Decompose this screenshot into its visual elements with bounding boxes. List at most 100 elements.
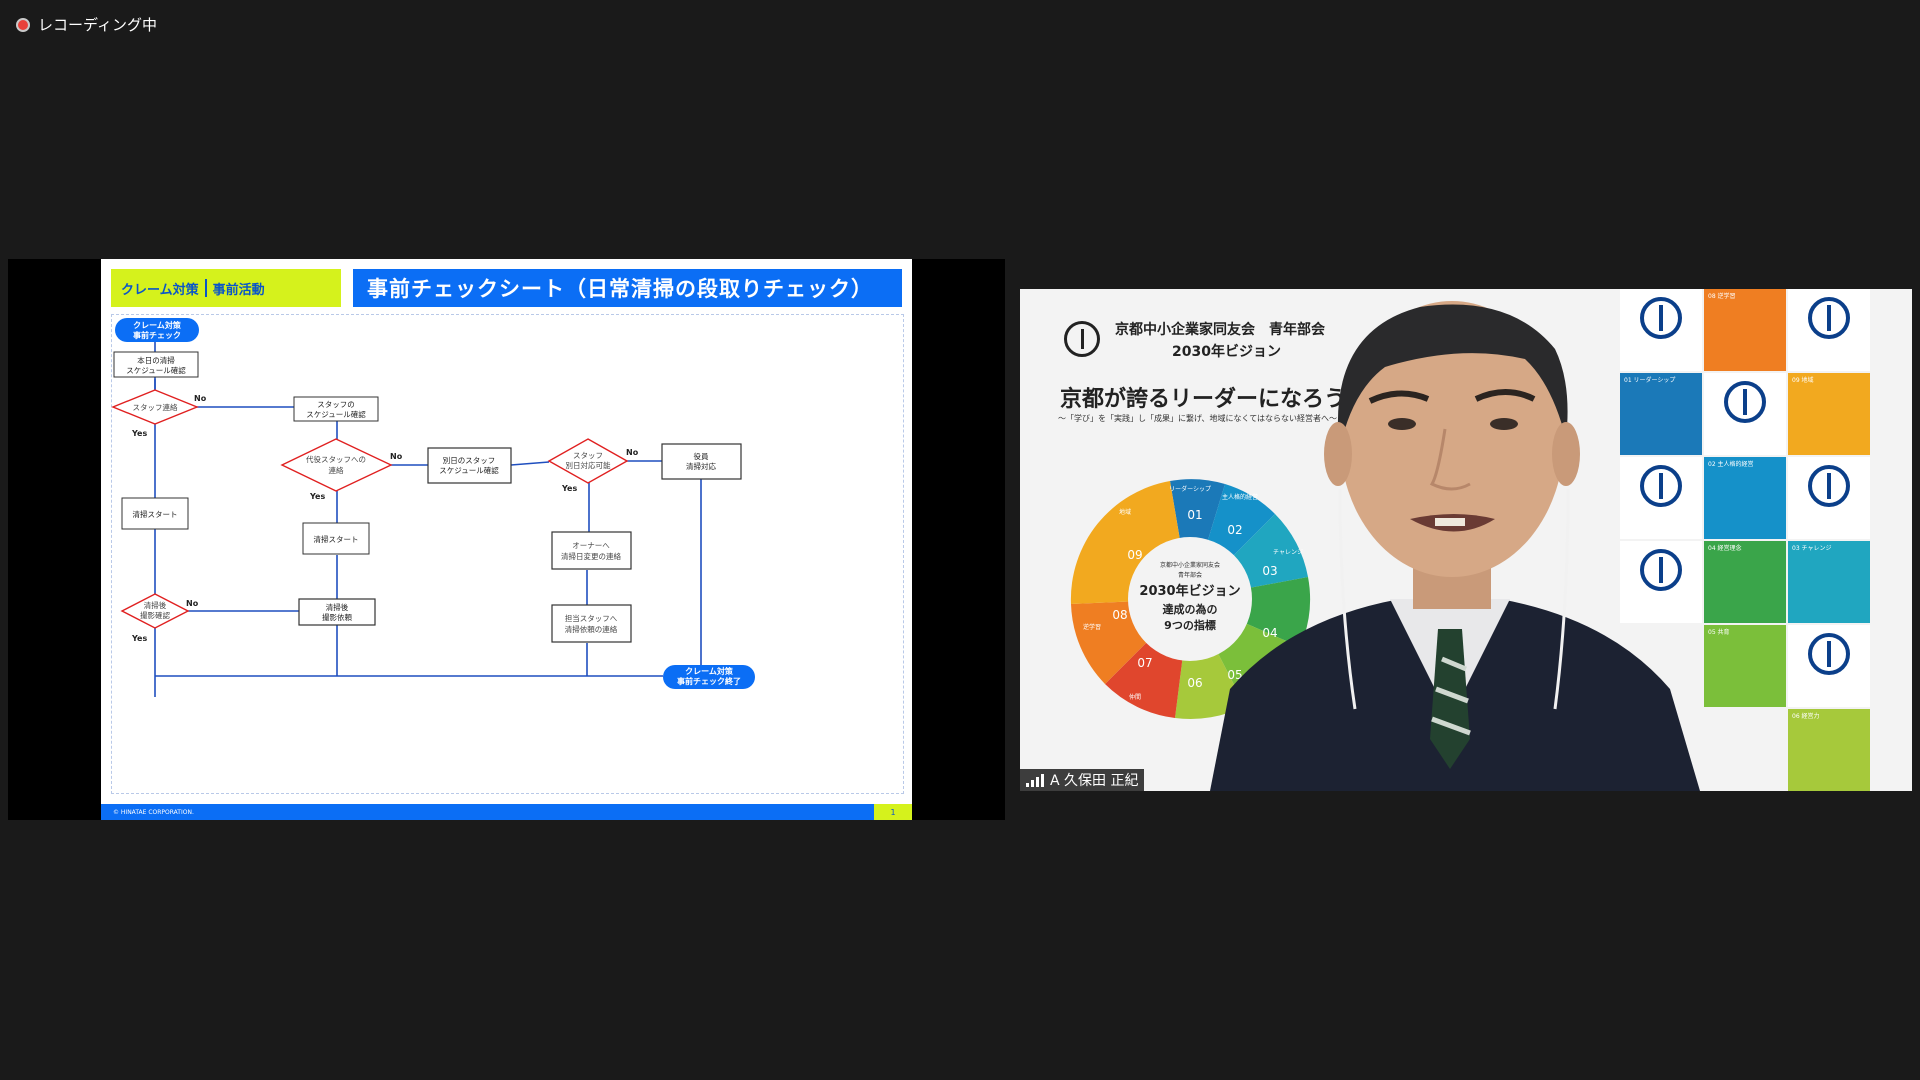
svg-text:本日の清掃: 本日の清掃 [137,355,175,365]
seg-03: 03 [1262,564,1277,578]
wheel-center-5: 9つの指標 [1164,618,1216,632]
grid-logo-2 [1788,289,1870,371]
label-yes-2: Yes [309,492,325,501]
grid-cell-04: 04 経営理念 [1704,541,1786,623]
grid-label: 03 チャレンジ [1792,545,1832,552]
grid-logo-5 [1788,457,1870,539]
svg-text:清掃対応: 清掃対応 [686,461,716,471]
recording-indicator: レコーディング中 [16,14,157,35]
svg-text:クレーム対策: クレーム対策 [133,320,182,330]
svg-text:別日のスタッフ: 別日のスタッフ [443,456,496,465]
svg-text:スタッフ連絡: スタッフ連絡 [133,402,178,412]
svg-text:代役スタッフへの: 代役スタッフへの [306,454,366,464]
seg-01: 01 [1187,508,1202,522]
participant-person [1210,301,1700,791]
poster-org: 京都中小企業家同友会 青年部会 [1115,322,1325,338]
seg-label-02: 主人格的経営 [1222,493,1258,501]
svg-text:事前チェック: 事前チェック [133,330,181,340]
svg-text:事前チェック終了: 事前チェック終了 [677,676,741,686]
svg-text:清掃後: 清掃後 [326,602,349,612]
svg-text:オーナーへ: オーナーへ [572,541,610,550]
label-yes-1: Yes [131,429,147,438]
wheel-center-2: 青年部会 [1178,571,1202,579]
svg-text:スケジュール確認: スケジュール確認 [306,409,366,419]
org-logo-icon [1640,549,1682,591]
flow-box-other-schedule: 別日のスタッフ スケジュール確認 [427,447,512,484]
tag-right: 事前活動 [212,282,265,298]
svg-text:クレーム対策: クレーム対策 [685,666,734,676]
org-logo-icon [1724,381,1766,423]
flow-diamond-different-day: スタッフ 別日対応可能 [547,438,629,484]
grid-logo-1 [1620,289,1702,371]
seg-06: 06 [1187,676,1202,690]
seg-09: 09 [1127,548,1142,562]
backdrop-grid: 08 逆学習 01 リーダーシップ 09 地域 02 主人格的経営 04 経営理… [1620,289,1912,791]
svg-text:清掃後: 清掃後 [144,600,167,610]
flow-end-terminal: クレーム対策 事前チェック終了 [663,665,755,689]
tag-left: クレーム対策 [121,282,199,298]
seg-label-07: 仲間 [1129,693,1141,701]
grid-cell-02: 02 主人格的経営 [1704,457,1786,539]
flow-box-staff-schedule: スタッフの スケジュール確認 [293,396,379,422]
grid-logo-4 [1620,457,1702,539]
grid-cell-08: 08 逆学習 [1704,289,1786,371]
label-yes-4: Yes [131,634,147,643]
svg-text:担当スタッフへ: 担当スタッフへ [565,613,618,623]
org-logo-icon [1808,297,1850,339]
seg-05: 05 [1227,668,1242,682]
seg-label-01: リーダーシップ [1169,485,1211,493]
label-no-3: No [626,448,639,457]
flow-box-clean-start-b: 清掃スタート [302,522,370,555]
grid-cell-03: 03 チャレンジ [1788,541,1870,623]
wheel-center-3: 2030年ビジョン [1139,583,1240,599]
seg-08: 08 [1112,608,1127,622]
shared-screen[interactable]: クレーム対策 事前活動 事前チェックシート（日常清掃の段取りチェック） [8,259,1005,820]
slide-category-tag: クレーム対策 事前活動 [111,269,341,307]
record-icon [16,17,30,32]
flow-box-schedule: 本日の清掃 スケジュール確認 [113,351,199,378]
slide-page-number: 1 [874,804,912,820]
label-no-2: No [390,452,403,461]
grid-logo-7 [1788,625,1870,707]
svg-text:スタッフの: スタッフの [317,400,355,409]
slide-footer: © HINATAE CORPORATION. [101,804,912,820]
flowchart-area [111,314,904,794]
flow-box-photo-request: 清掃後 撮影依頼 [298,598,376,626]
wheel-center-4: 達成の為の [1163,602,1218,616]
flowchart: クレーム対策 事前チェック 本日の清掃 スケジュール確認 スタッフ連絡 No Y… [111,318,755,697]
flow-diamond-substitute: 代役スタッフへの 連絡 [280,438,393,492]
seg-07: 07 [1137,656,1152,670]
seg-label-03: チャレンジ [1273,549,1303,556]
tag-separator [204,279,207,297]
grid-label: 04 経営理念 [1708,545,1742,552]
org-logo-icon [1640,297,1682,339]
svg-text:清掃スタート: 清掃スタート [133,509,178,519]
org-logo-icon [1808,465,1850,507]
flow-diamond-photo-check: 清掃後 撮影確認 [120,593,190,629]
slide-title: 事前チェックシート（日常清掃の段取りチェック） [353,269,902,307]
grid-label: 01 リーダーシップ [1624,377,1676,384]
svg-text:スケジュール確認: スケジュール確認 [126,365,186,375]
signal-icon [1026,773,1044,787]
flow-box-clean-start-a: 清掃スタート [121,497,189,530]
svg-text:連絡: 連絡 [329,465,344,475]
grid-logo-3 [1704,373,1786,455]
svg-text:清掃日変更の連絡: 清掃日変更の連絡 [561,551,621,561]
svg-text:撮影依頼: 撮影依頼 [322,612,352,622]
svg-text:別日対応可能: 別日対応可能 [566,460,611,470]
grid-cell-06: 06 経営力 [1788,709,1870,791]
participant-name-tag: A 久保田 正紀 [1020,769,1145,791]
grid-label: 05 共育 [1708,629,1730,636]
seg-02: 02 [1227,523,1242,537]
label-yes-3: Yes [561,484,577,493]
svg-text:役員: 役員 [694,451,709,461]
poster-subtitle: 〜「学び」を「実践」し「成果」に繋げ、地域になくてはならない経営者へ〜 [1058,414,1338,423]
grid-label: 02 主人格的経営 [1708,461,1754,468]
flow-box-owner: オーナーへ 清掃日変更の連絡 [551,531,632,570]
vision-wheel: 京都中小企業家同友会 青年部会 2030年ビジョン 達成の為の 9つの指標 01… [1070,479,1311,720]
grid-cell-01: 01 リーダーシップ [1620,373,1702,455]
participant-video[interactable]: 京都中小企業家同友会 青年部会 2030年ビジョン 京都が誇るリーダーになろう … [1020,289,1912,791]
flow-box-charge-staff: 担当スタッフへ 清掃依頼の連絡 [551,604,632,643]
org-logo-icon [1808,633,1850,675]
grid-label: 08 逆学習 [1708,293,1736,300]
